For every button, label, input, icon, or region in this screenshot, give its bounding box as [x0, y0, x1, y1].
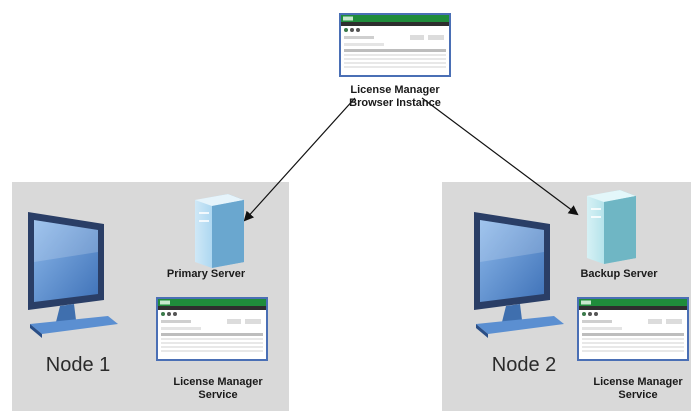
- node-2-service-window: [577, 297, 689, 361]
- arrow-to-backup-server: [421, 97, 579, 216]
- node-1-computer-icon: [28, 212, 118, 338]
- primary-server-label: Primary Server: [166, 268, 246, 280]
- arrow-to-primary-server: [243, 97, 356, 222]
- node-1-title: Node 1: [45, 354, 111, 376]
- browser-instance-window: [339, 13, 451, 77]
- backup-server-icon: [587, 190, 636, 264]
- browser-instance-label: License Manager Browser Instance: [340, 84, 450, 110]
- node-2-title: Node 2: [491, 354, 557, 376]
- browser-instance-label-line2: Browser Instance: [349, 97, 441, 109]
- node-1-service-window: [156, 297, 268, 361]
- node-2-service-label-line2: Service: [618, 389, 658, 401]
- node-1-service-label-line1: License Manager: [173, 376, 263, 388]
- backup-server-label: Backup Server: [580, 268, 658, 280]
- primary-server-icon: [195, 194, 244, 268]
- node-2-computer-icon: [474, 212, 564, 338]
- node-2-service-label: License Manager Service: [588, 376, 688, 402]
- browser-instance-label-line1: License Manager: [350, 84, 440, 96]
- node-1-service-label-line2: Service: [198, 389, 238, 401]
- node-1-service-label: License Manager Service: [168, 376, 268, 402]
- node-2-service-label-line1: License Manager: [593, 376, 683, 388]
